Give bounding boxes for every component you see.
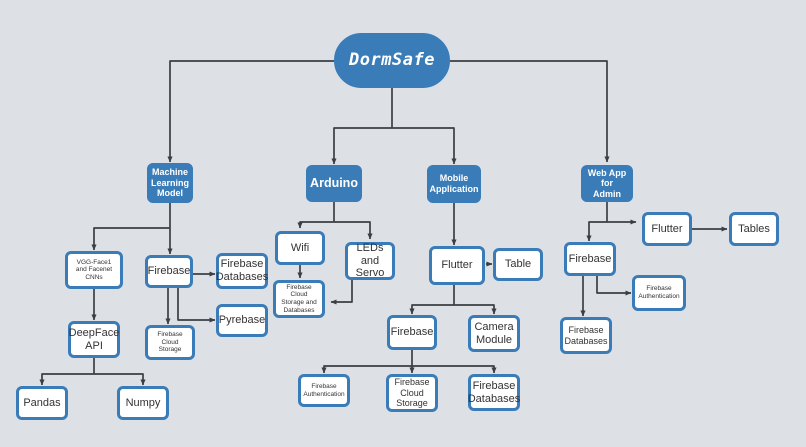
node-pandas[interactable]: Pandas: [16, 386, 68, 420]
node-machine-learning-model[interactable]: Machine Learning Model: [147, 163, 193, 203]
node-label: Firebase Databases: [215, 258, 269, 283]
node-label: Mobile Application: [429, 173, 479, 194]
node-firebase-cloud-storage-and-databases[interactable]: Firebase Cloud Storage and Databases: [273, 280, 325, 318]
node-label: Firebase Cloud Storage: [394, 377, 430, 409]
node-label: Flutter: [651, 222, 683, 235]
node-label: DormSafe: [349, 50, 435, 71]
node-label: Pandas: [23, 396, 61, 409]
node-label: Firebase: [147, 265, 191, 278]
node-label: Numpy: [125, 396, 161, 409]
node-firebase-authentication-mobile[interactable]: Firebase Authentication: [298, 374, 350, 407]
node-label: Pyrebase: [218, 314, 266, 327]
node-root-dormsafe[interactable]: DormSafe: [334, 33, 450, 88]
node-label: Table: [504, 258, 532, 271]
node-web-tables[interactable]: Tables: [729, 212, 779, 246]
node-label: Firebase Databases: [467, 379, 521, 405]
node-web-app-for-admin[interactable]: Web App for Admin: [581, 165, 633, 202]
node-label: Firebase: [390, 326, 434, 339]
node-label: Firebase Cloud Storage: [157, 331, 183, 354]
node-firebase-cloud-storage-ml[interactable]: Firebase Cloud Storage: [145, 325, 195, 360]
node-label: Firebase Cloud Storage and Databases: [281, 283, 317, 314]
node-web-firebase[interactable]: Firebase: [564, 242, 616, 276]
node-label: DeepFace API: [68, 326, 120, 352]
node-numpy[interactable]: Numpy: [117, 386, 169, 420]
node-label: Flutter: [441, 259, 473, 272]
node-firebase-databases-web[interactable]: Firebase Databases: [560, 317, 612, 354]
node-label: Firebase Authentication: [638, 285, 680, 300]
node-ml-firebase[interactable]: Firebase: [145, 255, 193, 288]
node-vgg-face1-facenet-cnns[interactable]: VGG-Face1 and Facenet CNNs: [65, 251, 123, 289]
node-web-flutter[interactable]: Flutter: [642, 212, 692, 246]
node-label: Tables: [738, 222, 770, 235]
node-pyrebase[interactable]: Pyrebase: [216, 304, 268, 337]
node-deepface-api[interactable]: DeepFace API: [68, 321, 120, 358]
node-label: Arduino: [310, 176, 358, 191]
node-label: Machine Learning Model: [151, 167, 190, 199]
node-mobile-application[interactable]: Mobile Application: [427, 165, 481, 203]
node-firebase-databases-ml[interactable]: Firebase Databases: [216, 253, 268, 289]
node-mobile-table[interactable]: Table: [493, 248, 543, 281]
node-leds-and-servo[interactable]: LEDs and Servo: [345, 242, 395, 280]
node-mobile-firebase[interactable]: Firebase: [387, 315, 437, 350]
node-label: Firebase Databases: [564, 324, 608, 346]
node-firebase-authentication-web[interactable]: Firebase Authentication: [632, 275, 686, 311]
node-label: Web App for Admin: [587, 167, 627, 199]
node-label: VGG-Face1 and Facenet CNNs: [75, 258, 113, 281]
node-arduino[interactable]: Arduino: [306, 165, 362, 202]
node-label: Wifi: [290, 241, 310, 254]
node-label: Firebase Authentication: [303, 382, 345, 398]
node-wifi[interactable]: Wifi: [275, 231, 325, 265]
node-mobile-flutter[interactable]: Flutter: [429, 246, 485, 285]
node-firebase-databases-mobile[interactable]: Firebase Databases: [468, 374, 520, 411]
node-label: LEDs and Servo: [355, 241, 385, 280]
node-label: Camera Module: [474, 320, 514, 346]
node-camera-module[interactable]: Camera Module: [468, 315, 520, 352]
node-firebase-cloud-storage-mobile[interactable]: Firebase Cloud Storage: [386, 374, 438, 412]
node-label: Firebase: [568, 252, 612, 265]
